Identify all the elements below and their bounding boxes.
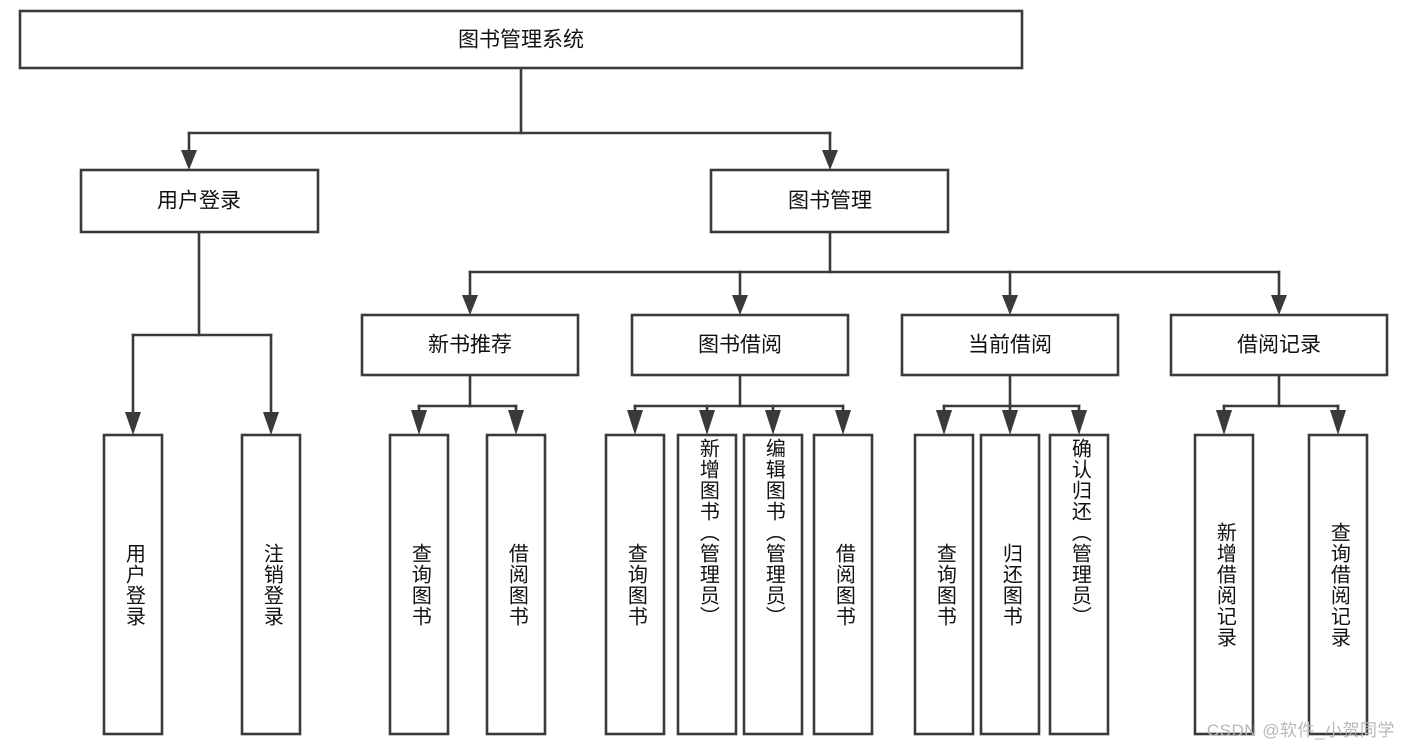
node-book-borrow-box[interactable]	[630, 313, 850, 377]
leaf-box-borrow-book-1[interactable]	[485, 433, 547, 736]
node-borrow-record-label: 借阅记录	[1237, 334, 1321, 357]
leaf-box-query-record[interactable]	[1307, 433, 1369, 736]
leaf-box-logout-login[interactable]	[240, 433, 302, 736]
arrowhead-current-borrow	[1002, 295, 1018, 315]
node-book-management-label: 图书管理	[788, 190, 872, 213]
connector-group	[125, 66, 1346, 435]
arrowhead-leaf-add-record	[1216, 410, 1232, 435]
node-root-label: 图书管理系统	[458, 29, 584, 52]
node-new-book-recommend[interactable]: 新书推荐	[360, 313, 580, 377]
leaf-box-add-record[interactable]	[1193, 433, 1255, 736]
node-book-management-box[interactable]	[709, 168, 950, 234]
leaf-box-borrow-book-2[interactable]	[812, 433, 874, 736]
arrowhead-leaf-borrow-book-1	[508, 410, 524, 435]
node-root[interactable]: 图书管理系统	[18, 9, 1024, 70]
node-current-borrow-label: 当前借阅	[968, 334, 1052, 357]
arrowhead-leaf-edit-book	[765, 410, 781, 435]
arrowhead-leaf-confirm-return	[1071, 410, 1087, 435]
arrowhead-leaf-add-book	[699, 410, 715, 435]
arrowhead-new-book-recommend	[462, 295, 478, 315]
arrowhead-book-management	[822, 150, 838, 170]
node-current-borrow-box[interactable]	[900, 313, 1120, 377]
arrowhead-leaf-query-book-1	[411, 410, 427, 435]
arrowhead-leaf-user-login	[125, 412, 141, 435]
node-book-management[interactable]: 图书管理	[709, 168, 950, 234]
node-user-login-box[interactable]	[79, 168, 320, 234]
leaf-box-query-book-2[interactable]	[604, 433, 666, 736]
arrowhead-borrow-record	[1271, 295, 1287, 315]
arrowhead-user-login	[181, 150, 197, 170]
leaf-box-edit-book[interactable]	[742, 433, 804, 736]
arrowhead-book-borrow	[732, 295, 748, 315]
node-user-login[interactable]: 用户登录	[79, 168, 320, 234]
arrowhead-leaf-query-record	[1330, 410, 1346, 435]
csdn-watermark: CSDN @软件_小贺同学	[1206, 721, 1395, 740]
arrowhead-leaf-borrow-book-2	[835, 410, 851, 435]
arrowhead-leaf-logout-login	[263, 412, 279, 435]
leaf-box-user-login[interactable]	[102, 433, 164, 736]
leaf-box-query-book-1[interactable]	[388, 433, 450, 736]
node-new-book-recommend-box[interactable]	[360, 313, 580, 377]
node-book-borrow-label: 图书借阅	[698, 334, 782, 357]
node-new-book-recommend-label: 新书推荐	[428, 334, 512, 357]
arrowhead-leaf-query-book-3	[936, 410, 952, 435]
node-user-login-label: 用户登录	[157, 190, 241, 213]
arrowhead-leaf-query-book-2	[627, 410, 643, 435]
node-borrow-record-box[interactable]	[1169, 313, 1389, 377]
leaf-box-confirm-return[interactable]	[1048, 433, 1110, 736]
leaf-box-return-book[interactable]	[979, 433, 1041, 736]
node-current-borrow[interactable]: 当前借阅	[900, 313, 1120, 377]
leaf-box-add-book[interactable]	[676, 433, 738, 736]
node-root-box[interactable]	[18, 9, 1024, 70]
leaf-box-query-book-3[interactable]	[913, 433, 975, 736]
arrowhead-leaf-return-book	[1002, 410, 1018, 435]
node-book-borrow[interactable]: 图书借阅	[630, 313, 850, 377]
node-borrow-record[interactable]: 借阅记录	[1169, 313, 1389, 377]
